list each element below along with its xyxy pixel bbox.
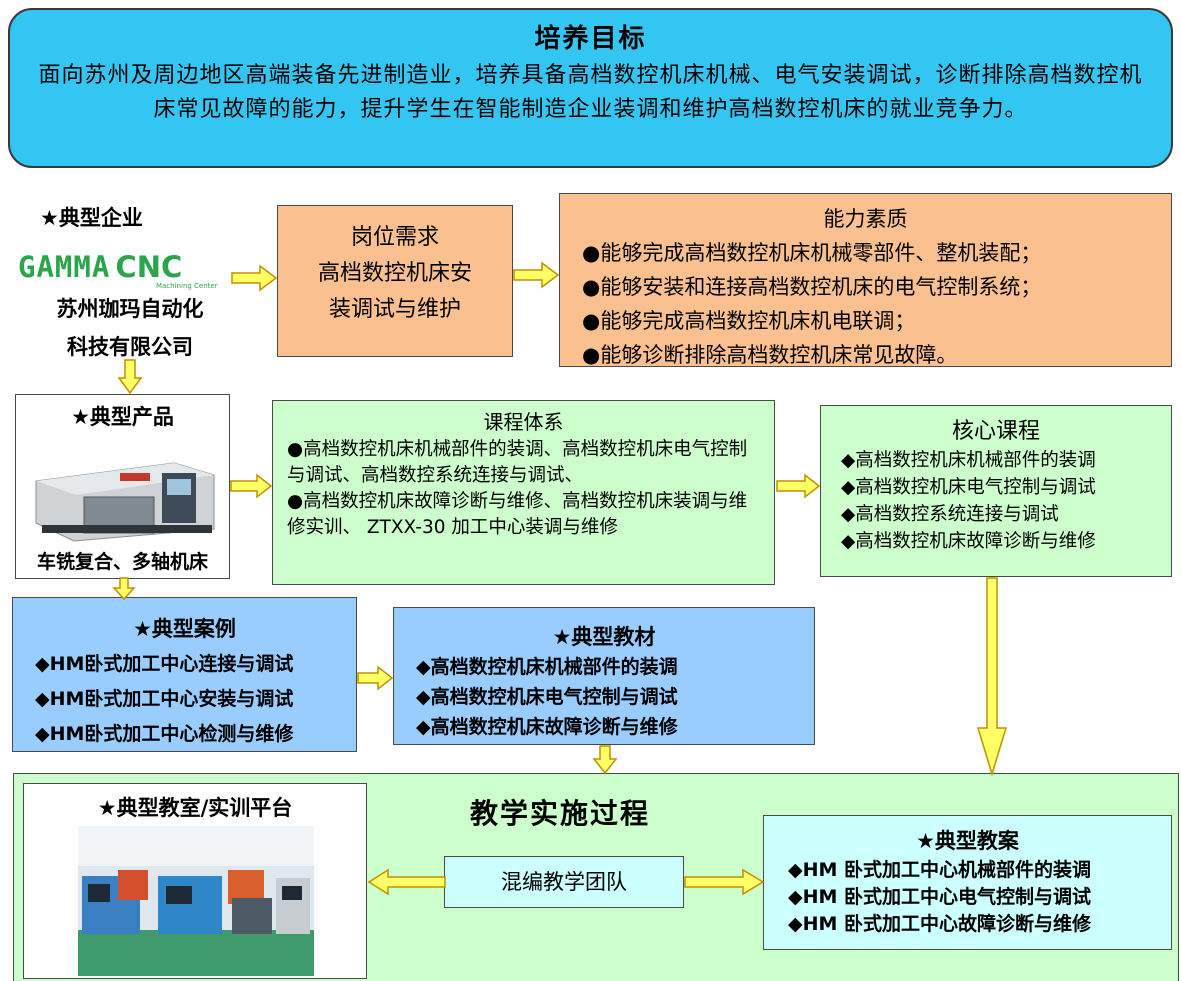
arrow-core-to-implementation [976,577,1008,777]
ability-item: ●能够诊断排除高档数控机床常见故障。 [582,343,958,367]
enterprise-name: 苏州珈玛自动化 科技有限公司 [10,290,250,366]
course-para-2: ●高档数控机床故障诊断与维修、高档数控机床装调与维修实训、 ZTXX-30 加工… [287,491,748,538]
ability-item: ●能够完成高档数控机床机电联调； [582,309,916,333]
arrow-team-to-classroom [367,868,446,896]
course-system-box: 课程体系 ●高档数控机床机械部件的装调、高档数控机床电气控制与调试、高档数控系统… [272,400,775,585]
course-para-1: ●高档数控机床机械部件的装调、高档数控机床电气控制与调试、高档数控系统连接与调试… [287,439,748,486]
book-item: ◆高档数控机床机械部件的装调 [416,656,678,678]
arrow-team-to-plan [684,868,765,896]
arrow-post-to-ability [513,261,560,289]
team-label: 混编教学团队 [501,870,627,894]
ability-box: 能力素质 ●能够完成高档数控机床机械零部件、整机装配； ●能够安装和连接高档数控… [559,193,1172,367]
arrow-book-to-implementation [592,745,618,775]
core-item: ◆高档数控机床机械部件的装调 [841,450,1096,471]
case-item: ◆HM卧式加工中心连接与调试 [35,653,294,675]
course-title: 课程体系 [483,410,564,434]
product-caption: 车铣复合、多轴机床 [36,551,208,573]
arrow-product-to-course [230,473,273,499]
implementation-title: 教学实施过程 [470,797,651,830]
logo-subtext: Machining Center [156,282,218,290]
arrow-course-to-core [776,473,821,499]
enterprise-title: ★典型企业 [40,206,143,230]
logo-text-cnc: CNC [115,250,183,284]
book-item: ◆高档数控机床电气控制与调试 [416,686,678,708]
core-item: ◆高档数控机床电气控制与调试 [841,477,1096,498]
training-workshop-photo [78,826,314,976]
typical-case-box: ★典型案例 ◆HM卧式加工中心连接与调试 ◆HM卧式加工中心安装与调试 ◆HM卧… [12,597,357,752]
machine-tool-image [24,433,220,545]
product-title: ★典型产品 [71,405,174,429]
typical-textbook-box: ★典型教材 ◆高档数控机床机械部件的装调 ◆高档数控机床电气控制与调试 ◆高档数… [393,607,815,745]
ability-item: ●能够安装和连接高档数控机床的电气控制系统； [582,275,1042,299]
case-item: ◆HM卧式加工中心检测与维修 [35,723,294,745]
arrow-product-to-case [112,577,136,601]
core-item: ◆高档数控机床故障诊断与维修 [841,531,1096,552]
post-title: 岗位需求 [350,225,439,250]
mixed-teaching-team-box: 混编教学团队 [444,856,684,908]
core-course-box: 核心课程 ◆高档数控机床机械部件的装调 ◆高档数控机床电气控制与调试 ◆高档数控… [820,405,1172,577]
post-line2: 装调试与维护 [328,297,461,322]
goal-body: 面向苏州及周边地区高端装备先进制造业，培养具备高档数控机床机械、电气安装调试，诊… [38,63,1143,122]
gamma-cnc-logo: GAMMA CNC Machining Center [18,250,238,290]
arrow-case-to-book [357,665,394,691]
book-title: ★典型教材 [552,625,656,649]
plan-item: ◆HM 卧式加工中心故障诊断与维修 [788,913,1092,935]
case-item: ◆HM卧式加工中心安装与调试 [35,688,294,710]
ability-item: ●能够完成高档数控机床机械零部件、整机装配； [582,241,1042,265]
enterprise-name-line2: 科技有限公司 [67,335,193,359]
typical-product-box: ★典型产品 车铣复合、多轴机床 [15,394,230,579]
book-item: ◆高档数控机床故障诊断与维修 [416,716,678,738]
training-goal-box: 培养目标 面向苏州及周边地区高端装备先进制造业，培养具备高档数控机床机械、电气安… [8,8,1173,168]
plan-title: ★典型教案 [916,829,1019,853]
typical-classroom-box: ★典型教室/实训平台 [23,783,367,979]
post-line1: 高档数控机床安 [317,261,472,286]
plan-item: ◆HM 卧式加工中心机械部件的装调 [788,859,1092,881]
enterprise-name-line1: 苏州珈玛自动化 [56,297,204,321]
arrow-enterprise-to-product [117,359,143,395]
ability-title: 能力素质 [823,207,908,231]
post-demand-box: 岗位需求 高档数控机床安 装调试与维护 [277,205,513,357]
plan-item: ◆HM 卧式加工中心电气控制与调试 [788,886,1092,908]
logo-text-gamma: GAMMA [18,250,111,284]
arrow-enterprise-to-post [231,264,278,292]
core-item: ◆高档数控系统连接与调试 [841,504,1059,525]
goal-title: 培养目标 [534,24,647,54]
classroom-title: ★典型教室/实训平台 [97,796,293,820]
core-title: 核心课程 [951,419,1040,444]
typical-lesson-plan-box: ★典型教案 ◆HM 卧式加工中心机械部件的装调 ◆HM 卧式加工中心电气控制与调… [763,815,1172,950]
case-title: ★典型案例 [133,617,236,641]
